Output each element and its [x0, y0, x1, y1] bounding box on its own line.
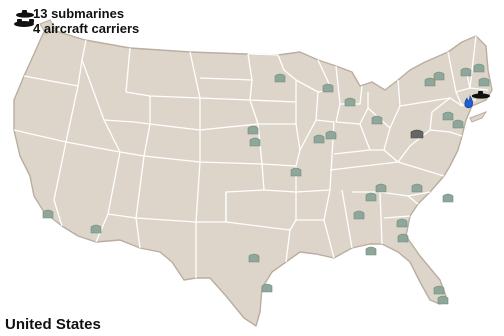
military-base-icon	[442, 111, 454, 121]
military-base-icon	[322, 83, 334, 93]
military-base-icon	[437, 295, 449, 305]
military-base-icon	[473, 63, 485, 73]
military-base-icon	[433, 71, 445, 81]
military-base-icon	[397, 233, 409, 243]
military-base-icon	[396, 218, 408, 228]
base-markers	[42, 63, 490, 305]
legend-carrier-icon	[14, 19, 34, 27]
military-base-icon	[249, 137, 261, 147]
military-base-icon	[371, 115, 383, 125]
military-base-icon	[248, 253, 260, 263]
military-base-icon	[375, 183, 387, 193]
military-base-icon	[433, 285, 445, 295]
carrier-count-label: 4 aircraft carriers	[33, 21, 140, 36]
military-base-icon	[274, 73, 286, 83]
country-label: United States	[5, 316, 101, 333]
long-island	[469, 110, 488, 123]
flame-icon	[464, 95, 473, 109]
submarine-icon	[472, 91, 490, 99]
military-base-icon	[290, 167, 302, 177]
military-base-icon	[353, 210, 365, 220]
military-base-icon	[411, 183, 423, 193]
military-base-icon	[478, 77, 490, 87]
military-base-icon	[90, 224, 102, 234]
military-base-icon	[261, 283, 273, 293]
legend-submarine-icon	[16, 10, 34, 18]
military-base-icon	[247, 125, 259, 135]
military-base-icon	[42, 209, 54, 219]
state-borders	[13, 35, 489, 278]
military-base-icon	[424, 77, 436, 87]
military-base-icon	[452, 119, 464, 129]
us-mainland	[13, 27, 493, 327]
military-base-icon	[325, 130, 337, 140]
submarine-count-label: 13 submarines	[33, 6, 125, 21]
military-base-icon	[442, 193, 454, 203]
olympic-peninsula	[39, 19, 57, 35]
military-base-icon	[460, 67, 472, 77]
military-base-icon	[365, 192, 377, 202]
military-base-icon	[313, 134, 325, 144]
military-base-icon	[365, 246, 377, 256]
special-facility-icon	[410, 129, 424, 139]
military-base-icon	[344, 97, 356, 107]
